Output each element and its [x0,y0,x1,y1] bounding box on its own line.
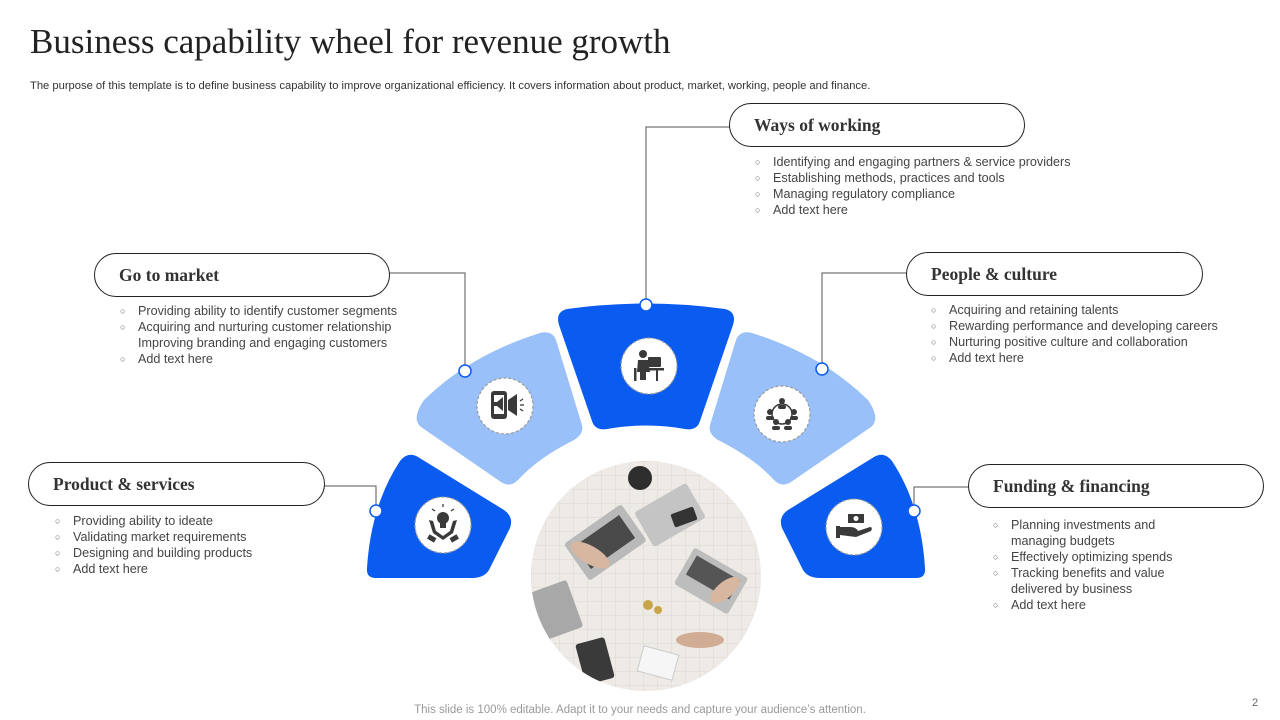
dot-people [815,362,829,376]
list-item: Nurturing positive culture and collabora… [931,334,1271,350]
list-item: Providing ability to identify customer s… [120,303,440,319]
person-at-desk-icon [634,350,664,381]
page-number: 2 [1252,697,1259,709]
slide-title: Business capability wheel for revenue gr… [30,22,671,61]
team-network-icon [766,398,798,430]
list-item: Rewarding performance and developing car… [931,318,1271,334]
list-item: Add text here [931,350,1271,366]
list-item: Validating market requirements [55,529,345,545]
list-product-services: Providing ability to ideate Validating m… [55,513,345,577]
label-funding-financing: Funding & financing [968,464,1264,508]
dot-product [369,504,383,518]
list-funding-financing: Planning investments and managing budget… [993,517,1253,613]
label-ways-of-working-text: Ways of working [754,114,881,135]
list-item: Improving branding and engaging customer… [138,336,388,350]
list-item: Acquiring and nurturing customer relatio… [120,319,440,335]
dot-working [639,298,653,312]
list-item: managing budgets [1011,534,1115,548]
label-product-services: Product & services [28,462,325,506]
list-people-culture: Acquiring and retaining talents Rewardin… [931,302,1271,366]
hands-with-bulb-icon [427,504,459,543]
list-go-to-market: Providing ability to identify customer s… [120,303,440,367]
label-people-culture: People & culture [906,252,1203,296]
hand-with-money-icon [836,514,872,538]
dot-funding [907,504,921,518]
list-item: Identifying and engaging partners & serv… [755,154,1115,170]
list-item: Establishing methods, practices and tool… [755,170,1115,186]
label-go-to-market-text: Go to market [119,264,220,285]
list-item: Add text here [120,351,440,367]
list-item: Providing ability to ideate [55,513,345,529]
label-ways-of-working: Ways of working [729,103,1025,147]
list-item: Add text here [755,202,1115,218]
list-item: Add text here [993,597,1253,613]
list-item: Acquiring and retaining talents [931,302,1271,318]
dot-market [458,364,472,378]
list-ways-of-working: Identifying and engaging partners & serv… [755,154,1115,218]
list-item: Planning investments and [993,517,1253,533]
list-item: delivered by business [1011,582,1133,596]
label-funding-financing-text: Funding & financing [993,475,1150,496]
connector-lines [324,126,969,511]
list-item: Effectively optimizing spends [993,549,1253,565]
list-item: Tracking benefits and value [993,565,1253,581]
label-go-to-market: Go to market [94,253,390,297]
team-workspace-photo [531,461,761,691]
list-item: Designing and building products [55,545,345,561]
list-item: Add text here [55,561,345,577]
label-people-culture-text: People & culture [931,263,1058,284]
list-item: Managing regulatory compliance [755,186,1115,202]
label-product-services-text: Product & services [53,473,195,494]
phone-megaphone-icon [491,391,524,419]
slide-subtitle: The purpose of this template is to defin… [30,80,871,92]
footer-note: This slide is 100% editable. Adapt it to… [414,704,866,716]
